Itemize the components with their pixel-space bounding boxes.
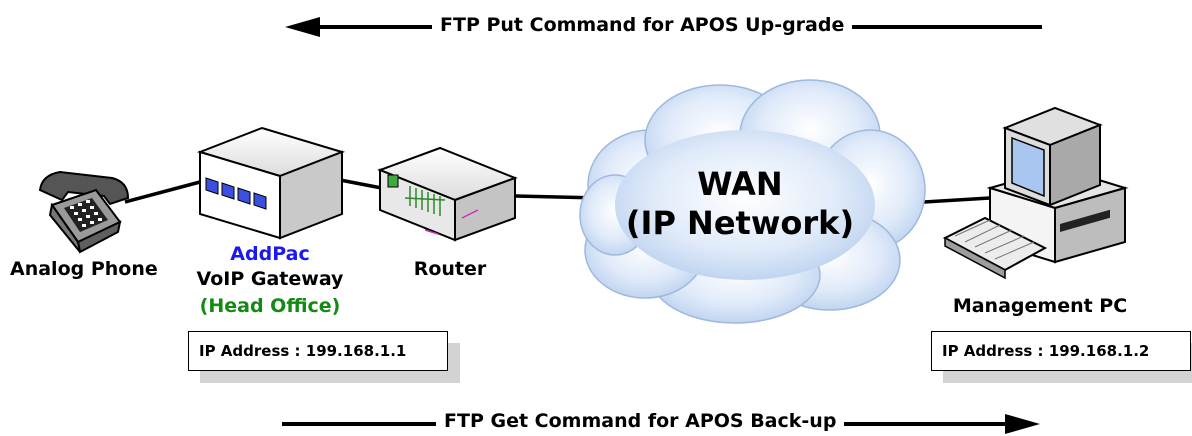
gateway-brand: AddPac (230, 243, 310, 265)
management-pc-label: Management PC (952, 295, 1128, 317)
management-pc-icon (942, 106, 1129, 280)
wan-subtitle: (IP Network) (625, 204, 855, 242)
analog-phone-label: Analog Phone (10, 258, 158, 280)
analog-phone-icon (38, 170, 130, 254)
bottom-arrow-label: FTP Get Command for APOS Back-up (436, 410, 845, 432)
wan-title: WAN (697, 165, 783, 203)
wan-cloud-icon (579, 79, 926, 324)
gateway-ip-box: IP Address : 199.168.1.1 (188, 331, 460, 383)
pc-ip-text: IP Address : 199.168.1.2 (931, 331, 1191, 371)
gateway-ip-text: IP Address : 199.168.1.1 (188, 331, 448, 371)
top-arrow-label: FTP Put Command for APOS Up-grade (432, 14, 853, 36)
voip-gateway-icon (196, 126, 346, 240)
router-label: Router (413, 258, 487, 280)
gateway-label: VoIP Gateway (196, 268, 344, 290)
router-icon (377, 146, 518, 242)
pc-ip-box: IP Address : 199.168.1.2 (931, 331, 1192, 383)
gateway-location: (Head Office) (199, 295, 341, 317)
